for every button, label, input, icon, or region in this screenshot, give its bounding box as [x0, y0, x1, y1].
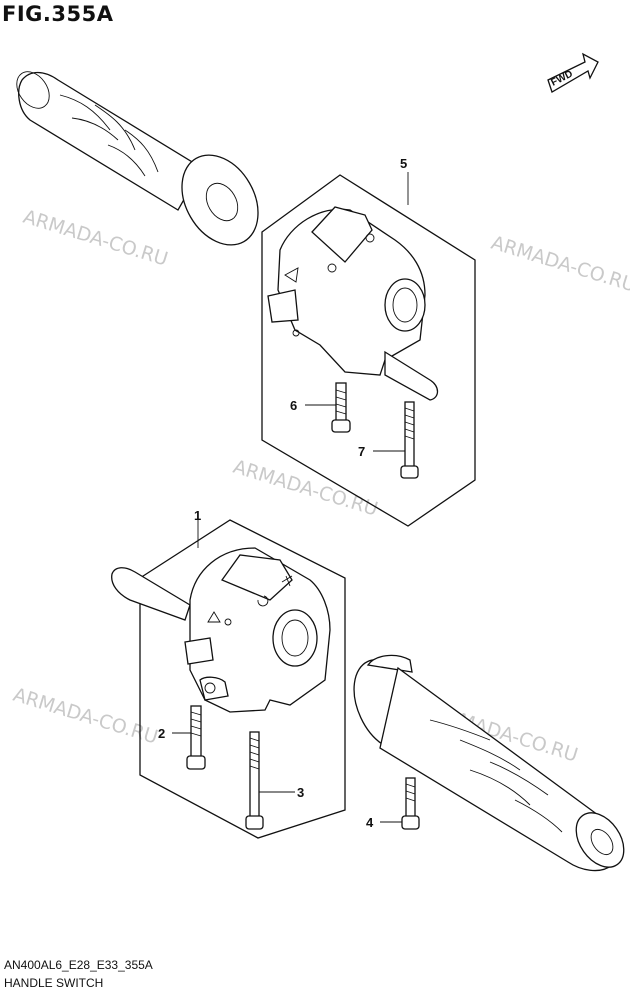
forward-arrow-icon: FWD	[547, 52, 599, 93]
callout-4: 4	[366, 815, 374, 830]
screw-part-4	[401, 777, 420, 830]
callout-1: 1	[194, 508, 201, 523]
callout-7: 7	[358, 444, 365, 459]
callout-2: 2	[158, 726, 165, 741]
left-handle-switch-body	[111, 547, 331, 713]
right-switch-group-box	[261, 174, 476, 527]
screw-part-3	[245, 731, 264, 830]
leader-lines	[172, 172, 409, 823]
callout-6: 6	[290, 398, 297, 413]
figure-code: AN400AL6_E28_E33_355A	[4, 958, 153, 972]
right-handle-switch-body	[267, 206, 439, 401]
right-handlebar-grip	[353, 654, 625, 872]
callout-5: 5	[400, 156, 407, 171]
left-handlebar-grip	[16, 71, 259, 246]
figure-title: FIG.355A	[2, 2, 114, 26]
watermark-1: ARMADA-CO.RU	[21, 206, 171, 271]
left-switch-group-box	[139, 519, 346, 839]
screw-part-7	[400, 401, 419, 479]
watermark-4: ARMADA-CO.RU	[11, 684, 161, 749]
screw-part-2	[186, 705, 206, 770]
figure-name: HANDLE SWITCH	[4, 976, 104, 990]
callout-3: 3	[297, 785, 304, 800]
watermark-2: ARMADA-CO.RU	[489, 232, 630, 297]
screw-part-6	[331, 382, 351, 433]
